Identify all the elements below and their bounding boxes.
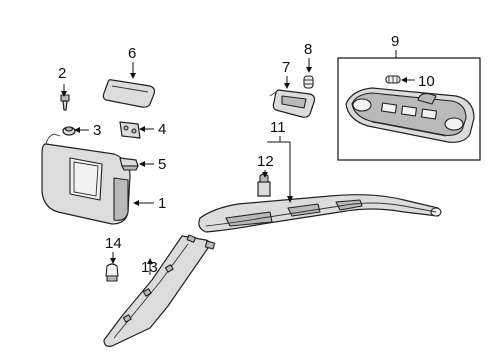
- bulb-10-part: [385, 75, 401, 84]
- overhead-console-part: [345, 87, 475, 143]
- callout-13: 13: [141, 259, 158, 276]
- callout-4: 4: [158, 121, 166, 138]
- callout-10: 10: [418, 73, 435, 90]
- sun-visor-part: [41, 133, 131, 225]
- arrow-10: [401, 77, 407, 83]
- screw-2-part: [60, 94, 70, 111]
- lamp-7-part: [269, 89, 316, 118]
- arrow-4: [139, 126, 145, 132]
- overhead-console-inset-box: [337, 57, 481, 161]
- callout-6: 6: [128, 45, 136, 62]
- arrow-6: [130, 73, 136, 79]
- bulb-8-part: [303, 75, 314, 89]
- arrow-14: [110, 258, 116, 264]
- headliner-rail-11-part: [198, 194, 442, 233]
- mirror-cover-6-part: [102, 79, 156, 108]
- bulb-14-part: [105, 263, 119, 282]
- callout-3: 3: [93, 122, 101, 139]
- callout-2: 2: [58, 65, 66, 82]
- clip-3-part: [62, 126, 76, 136]
- callout-12: 12: [257, 153, 274, 170]
- callout-7: 7: [282, 59, 290, 76]
- arrow-13: [147, 258, 153, 264]
- callout-11: 11: [270, 119, 286, 136]
- arrow-1: [133, 200, 139, 206]
- callout-1: 1: [158, 195, 166, 212]
- leader-line-11: [267, 136, 291, 198]
- arrow-8: [306, 67, 312, 73]
- clip-5-part: [119, 157, 139, 171]
- pillar-trim-13-part: [103, 234, 216, 347]
- arrow-12: [262, 172, 268, 178]
- bracket-4-part: [119, 121, 141, 139]
- callout-9: 9: [391, 33, 399, 50]
- clip-12-part: [257, 173, 271, 197]
- arrow-11: [287, 196, 293, 203]
- arrow-5: [139, 161, 145, 167]
- callout-8: 8: [304, 41, 312, 58]
- arrow-3: [74, 127, 80, 133]
- arrow-2: [61, 91, 67, 97]
- callout-5: 5: [158, 156, 166, 173]
- callout-14: 14: [105, 235, 122, 252]
- arrow-7: [284, 83, 290, 89]
